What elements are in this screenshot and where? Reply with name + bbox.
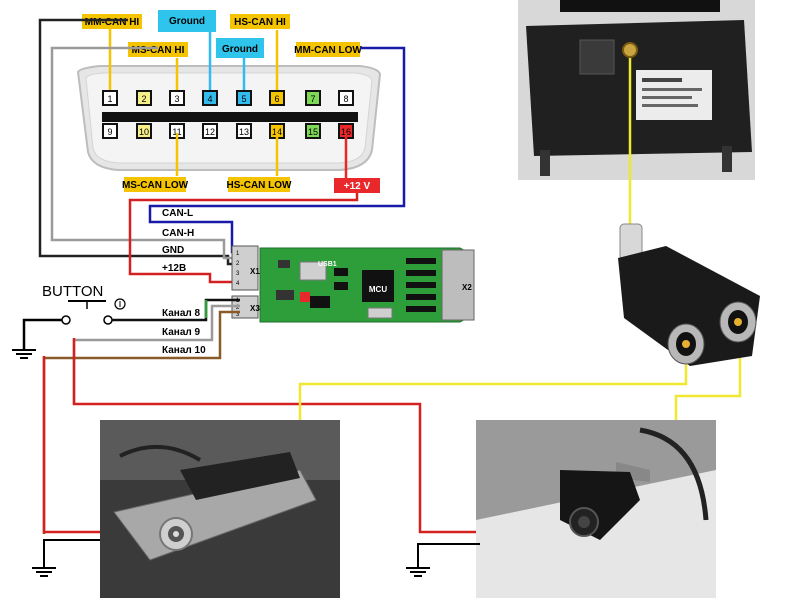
pin-12-box: [202, 123, 218, 139]
x3-pin-3: 3: [236, 312, 240, 318]
svg-text:MS-CAN HI: MS-CAN HI: [132, 45, 185, 56]
pin-10-box: [136, 123, 152, 139]
pin-11: 11: [172, 127, 181, 137]
pin-8-box: [338, 90, 354, 106]
svg-text:MM-CAN LOW: MM-CAN LOW: [294, 45, 362, 56]
x1-pin-4: 4: [236, 281, 240, 287]
pin-6: 6: [274, 94, 279, 104]
head-unit-photo: [518, 0, 755, 180]
label-mm-can-hi: MM-CAN HI: [82, 14, 142, 29]
label-plus-12v: +12 V: [334, 178, 380, 193]
wire-label-gnd: GND: [162, 245, 184, 256]
x1-pin-3: 3: [236, 271, 240, 277]
wire-label-can-l: CAN-L: [162, 208, 193, 219]
wire-label-12v: +12В: [162, 263, 186, 274]
obd-connector: [76, 65, 382, 171]
svg-text:HS-CAN LOW: HS-CAN LOW: [227, 180, 293, 191]
pin-14: 14: [272, 127, 282, 137]
left-camera-photo: [100, 420, 340, 598]
label-ground-1: Ground: [158, 10, 216, 32]
pin-2-box: [136, 90, 152, 106]
obd-pins-top: 1 2 3 4 5 6 7 8: [102, 90, 354, 106]
x1-pin-1: 1: [236, 251, 240, 257]
right-camera-photo: [476, 420, 716, 598]
ground-symbols: [32, 539, 480, 577]
obd-pins-bottom: 9 10 11 12 13 14 15 16: [102, 123, 354, 139]
label-mm-can-low: MM-CAN LOW: [294, 42, 362, 57]
label-ground-2: Ground: [216, 38, 264, 58]
pin-7-box: [305, 90, 321, 106]
board-x2-label: X2: [462, 283, 472, 292]
svg-text:+12 V: +12 V: [344, 181, 371, 192]
wire-label-ch9: Канал 9: [162, 327, 201, 338]
label-ms-can-hi: MS-CAN HI: [128, 42, 188, 57]
x1-pin-2: 2: [236, 261, 240, 267]
svg-text:Ground: Ground: [169, 16, 205, 27]
pin-3: 3: [174, 94, 179, 104]
pin-9: 9: [107, 127, 112, 137]
x3-pin-2: 2: [236, 305, 240, 311]
pin-13-box: [236, 123, 252, 139]
pin-15: 15: [308, 127, 318, 137]
pin-3-box: [169, 90, 185, 106]
board-mcu-label: MCU: [369, 285, 387, 294]
label-hs-can-low: HS-CAN LOW: [227, 177, 293, 192]
controller-board: [231, 245, 475, 323]
pin-16: 16: [341, 127, 351, 137]
svg-text:Ground: Ground: [222, 44, 258, 55]
wire-label-can-h: CAN-H: [162, 228, 194, 239]
pin-9-box: [102, 123, 118, 139]
pin-15-box: [305, 123, 321, 139]
label-ms-can-low: MS-CAN LOW: [122, 177, 189, 192]
svg-text:MM-CAN HI: MM-CAN HI: [85, 17, 140, 28]
pin-2: 2: [141, 94, 146, 104]
svg-text:HS-CAN HI: HS-CAN HI: [234, 17, 286, 28]
rca-splitter-photo: [618, 223, 760, 366]
board-x3-label: X3: [250, 304, 260, 313]
board-x1-label: X1: [250, 267, 260, 276]
label-hs-can-hi: HS-CAN HI: [230, 14, 290, 29]
pin-13: 13: [239, 127, 249, 137]
pin-4: 4: [207, 94, 212, 104]
pin-6-box: [269, 90, 285, 106]
pin-4-box: [202, 90, 218, 106]
push-button: BUTTON: [42, 283, 126, 325]
pin-12: 12: [205, 127, 215, 137]
board-usb-label: USB1: [318, 261, 337, 268]
pin-7: 7: [310, 94, 315, 104]
pin-5-box: [236, 90, 252, 106]
button-label: BUTTON: [42, 283, 103, 300]
pin-1: 1: [107, 94, 112, 104]
pin-5: 5: [241, 94, 246, 104]
wire-label-ch10: Канал 10: [162, 345, 206, 356]
pin-8: 8: [343, 94, 348, 104]
svg-text:MS-CAN LOW: MS-CAN LOW: [122, 180, 189, 191]
pin-10: 10: [139, 127, 149, 137]
pin-1-box: [102, 90, 118, 106]
wire-label-ch8: Канал 8: [162, 308, 201, 319]
